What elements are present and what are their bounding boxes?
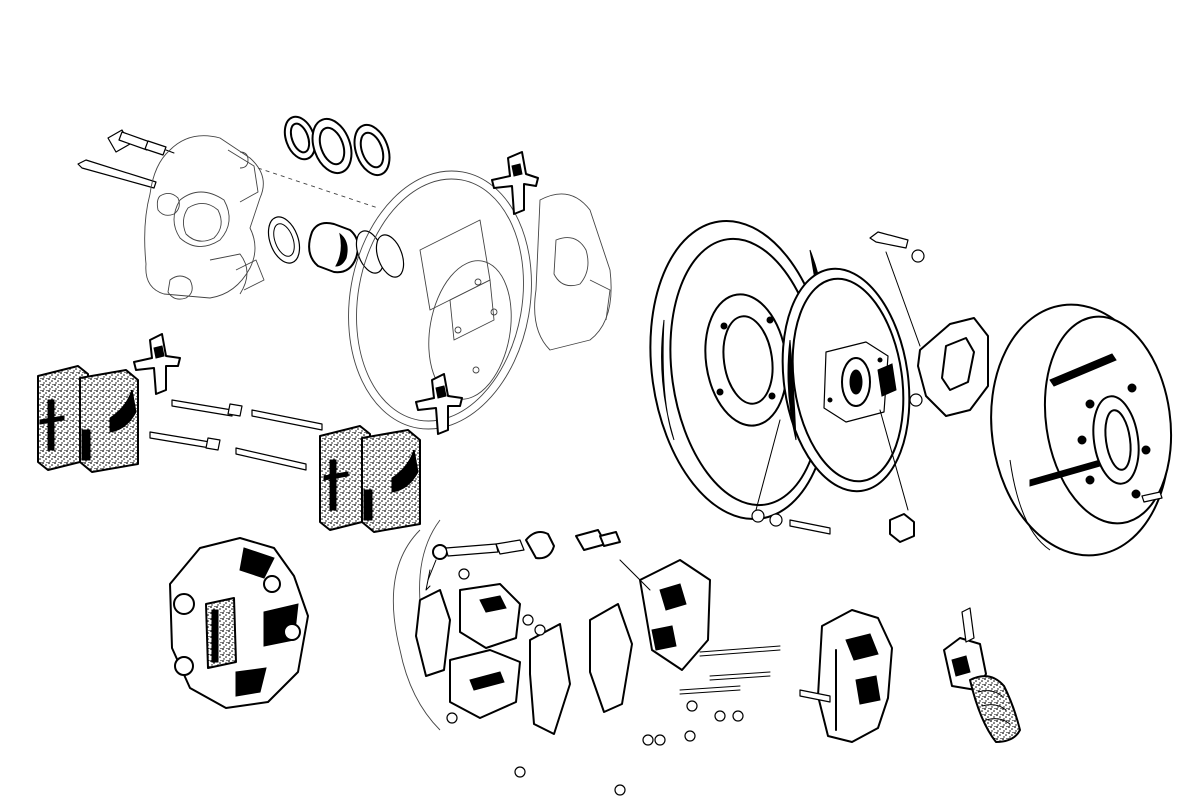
caliper-body-part: [144, 135, 265, 300]
front-caliper-assembly: [77, 129, 379, 300]
bleed-screw-part: [107, 129, 175, 156]
backing-plate-fasteners: [751, 409, 915, 543]
handbrake-linkage-assembly: [392, 519, 781, 796]
caliper-mounting-bracket: [869, 231, 989, 417]
front-brake-pads: [37, 365, 421, 533]
wheel-cylinder-with-boot: [943, 607, 1021, 743]
rear-brake-disc: [990, 303, 1173, 557]
pad-retaining-pins: [149, 399, 323, 471]
piston-seal-rings: [267, 115, 405, 278]
caliper-bolt-part: [77, 159, 157, 189]
handbrake-caliper: [799, 609, 893, 743]
linkage-bolts: [446, 568, 744, 796]
assembled-caliper: [169, 537, 309, 709]
leader-lines: [425, 559, 437, 591]
rear-drum-brake-assembly: [649, 219, 831, 521]
brake-backing-plate: [781, 267, 911, 493]
front-brake-disc-ghost: [348, 170, 612, 430]
pad-retaining-springs: [133, 151, 539, 435]
